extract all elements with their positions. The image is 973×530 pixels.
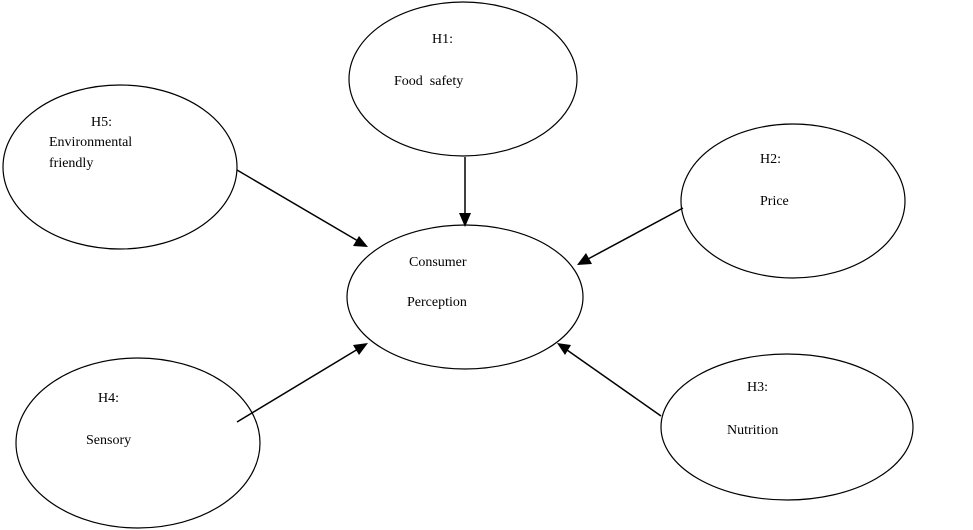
edge-h5-to-center: [236, 169, 359, 242]
edge-h4-to-center: [236, 348, 359, 423]
arrowhead-h4-to-center: [353, 343, 368, 355]
h3-node-ellipse: [660, 353, 914, 501]
h4-name-label: Sensory: [86, 433, 132, 448]
h2-code-label: H2:: [760, 152, 781, 167]
h3-code-label: H3:: [747, 380, 768, 395]
arrowhead-h2-to-center: [577, 253, 592, 265]
h2-name-label: Price: [760, 194, 789, 209]
h3-name-label: Nutrition: [727, 423, 779, 438]
h5-code-label: H5:: [91, 115, 112, 130]
arrowhead-h1-to-center: [459, 213, 471, 227]
arrowhead-h3-to-center: [557, 343, 571, 355]
edge-h3-to-center: [566, 349, 662, 417]
center-name-label-line2: Perception: [407, 295, 467, 310]
h5-name-label-line2: friendly: [49, 156, 94, 171]
h1-node-ellipse: [348, 1, 578, 157]
edge-h2-to-center: [587, 207, 684, 260]
h1-code-label: H1:: [432, 32, 453, 47]
h4-code-label: H4:: [98, 391, 119, 406]
arrowhead-h5-to-center: [353, 236, 368, 247]
h4-node-ellipse: [15, 357, 261, 529]
h5-name-label-line1: Environmental: [49, 135, 133, 150]
h5-node-ellipse: [2, 84, 238, 250]
h2-node-ellipse: [680, 123, 906, 279]
center-name-label-line1: Consumer: [409, 255, 467, 270]
h1-name-label: Food safety: [394, 74, 464, 89]
